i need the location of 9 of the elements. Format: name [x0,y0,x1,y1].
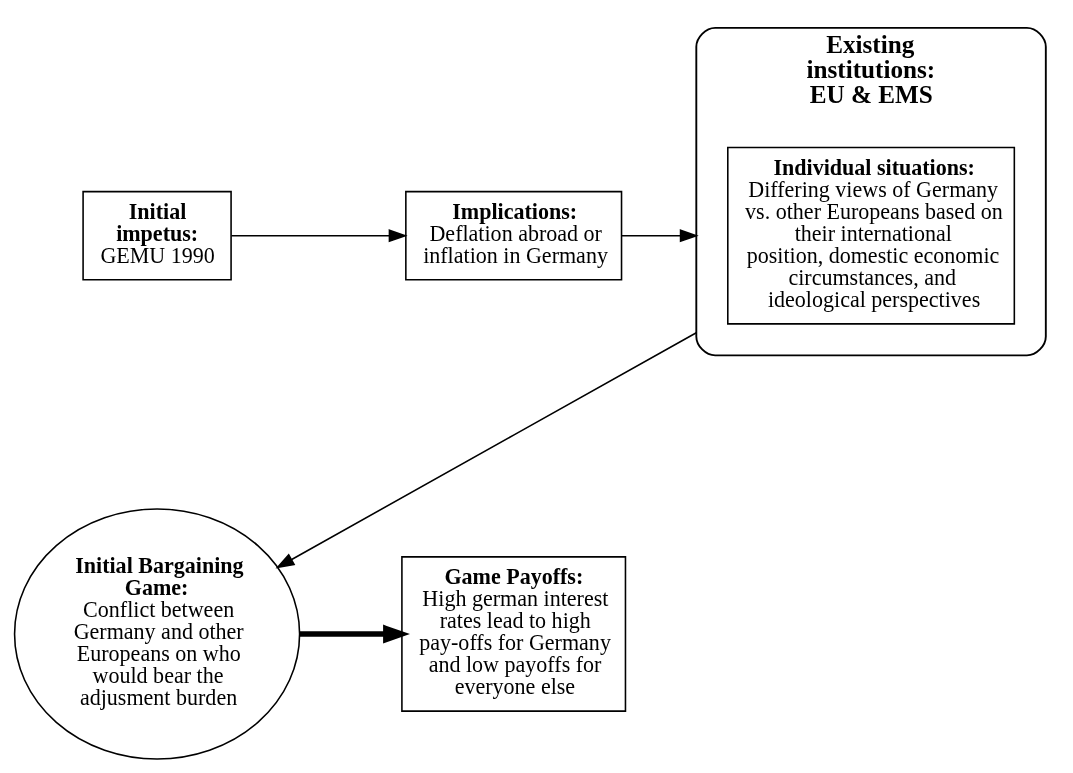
node-box: Individual situations: Differing views of Germany vs. other Europeans based on their international position, domestic economic circumstances, and ideological perspectives [727,146,1016,325]
node-box: Initial impetus: GEMU 1990 [82,190,232,281]
arrow [299,624,410,643]
node-ellipse: Initial Bargaining Game: Conflict between Germany and other Europeans on who would bear the adjusment burden [13,507,301,760]
arrow [230,228,408,242]
arrow [275,331,698,569]
node-box: Implications: Deflation abroad or inflation in Germany [405,190,623,281]
arrow [620,228,699,242]
node-box: Game Payoffs: High german interest rates lead to high pay-offs for Germany and low payoffs for everyone else [401,555,627,712]
